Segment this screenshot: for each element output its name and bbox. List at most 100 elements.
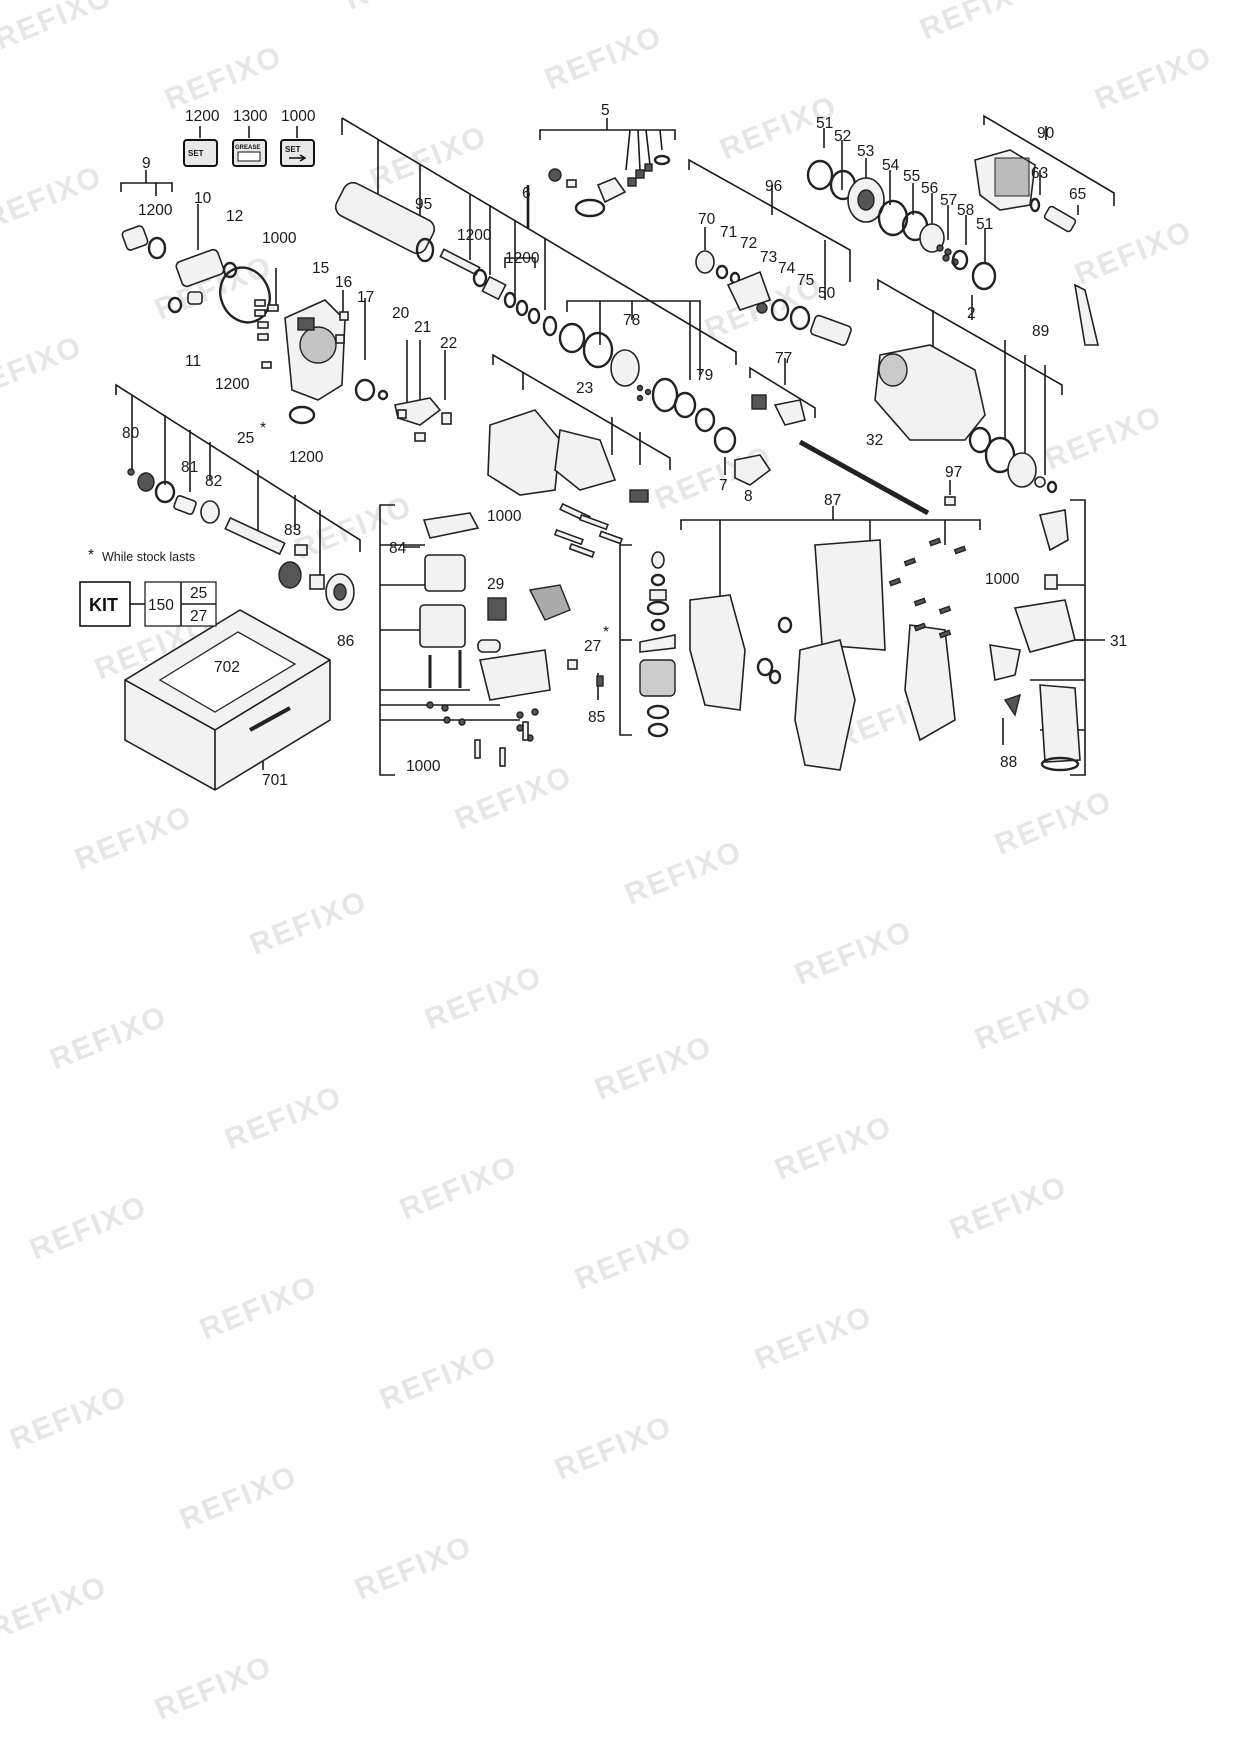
clutch-assembly-part — [695, 250, 852, 346]
pin-part — [254, 299, 349, 369]
part-number: 1200 — [215, 376, 250, 393]
svg-text:SET: SET — [285, 145, 301, 154]
footnote-text: While stock lasts — [102, 550, 195, 564]
part-number: 51 — [976, 216, 993, 233]
watermark: REFIXO — [970, 980, 1097, 1057]
part-number: 10 — [194, 190, 212, 207]
watermark: REFIXO — [70, 800, 197, 877]
watermark: REFIXO — [395, 1150, 522, 1227]
screw-set — [756, 537, 967, 685]
part-number: 90 — [1037, 125, 1055, 142]
part-number: 58 — [957, 202, 974, 219]
part-number: 74 — [778, 260, 796, 277]
part-number: 31 — [1110, 633, 1127, 650]
part-number: 72 — [740, 235, 757, 252]
part-number: 23 — [576, 380, 593, 397]
footnote-star: * — [88, 547, 94, 564]
keyless-chuck-part — [974, 149, 1077, 233]
watermark: REFIXO — [540, 20, 667, 97]
front-housing-part — [874, 344, 1058, 494]
grease-tag-icon: GREASE — [232, 139, 267, 167]
part-number: 2 — [967, 305, 976, 322]
watermark: REFIXO — [0, 0, 117, 56]
part-number: 17 — [357, 289, 374, 306]
watermark: REFIXO — [945, 1170, 1072, 1247]
part-number: 1000 — [487, 508, 522, 525]
part-number: 56 — [921, 180, 938, 197]
part-number: 65 — [1069, 186, 1086, 203]
part-number: 81 — [181, 459, 198, 476]
part-number-labels: 5 9 10 12 1200 1000 15 16 17 11 1200 95 … — [122, 102, 1127, 789]
side-handle-part — [989, 509, 1081, 772]
part-number: 89 — [1032, 323, 1049, 340]
part-number: 21 — [414, 319, 431, 336]
watermark: REFIXO — [175, 1460, 302, 1537]
housing-half-right-part — [794, 624, 956, 771]
part-number: 15 — [312, 260, 329, 277]
housing-half-left-part — [689, 539, 886, 711]
part-number: 22 — [440, 335, 457, 352]
part-number: 9 — [142, 155, 151, 172]
part-number: 86 — [337, 633, 354, 650]
rod-part — [798, 439, 930, 516]
part-number: 83 — [284, 522, 301, 539]
watermark: REFIXO — [750, 1300, 877, 1377]
watermark: REFIXO — [150, 1650, 277, 1727]
part-number: 95 — [415, 196, 432, 213]
part-number: 51 — [816, 115, 833, 132]
part-number: 1200 — [289, 449, 324, 466]
watermark: REFIXO — [220, 1080, 347, 1157]
service-tags: 1200 1300 1000 SET GREASE SET — [183, 108, 316, 167]
part-number: 16 — [335, 274, 352, 291]
part-number: 96 — [765, 178, 782, 195]
part-number: 702 — [214, 659, 240, 676]
part-number: 12 — [226, 208, 243, 225]
watermark-layer: REFIXO REFIXO REFIXO REFIXO REFIXO REFIX… — [0, 0, 1217, 1726]
service-tag-number: 1000 — [281, 108, 316, 125]
watermark: REFIXO — [245, 885, 372, 962]
part-number: 1000 — [985, 571, 1020, 588]
watermark: REFIXO — [550, 1410, 677, 1487]
kit-item: 27 — [190, 608, 207, 625]
svg-text:SET: SET — [188, 149, 204, 158]
watermark: REFIXO — [770, 1110, 897, 1187]
part-number: 6 — [522, 185, 531, 202]
watermark: REFIXO — [0, 1570, 112, 1647]
label-strip-part — [1073, 283, 1100, 346]
part-number: 78 — [623, 312, 640, 329]
watermark: REFIXO — [1090, 40, 1217, 117]
plate-part — [394, 397, 452, 442]
part-number: 7 — [719, 477, 728, 494]
watermark: REFIXO — [590, 1030, 717, 1107]
chuck-ring-set — [806, 159, 997, 291]
watermark: REFIXO — [0, 330, 87, 407]
part-number: 82 — [205, 473, 222, 490]
watermark: REFIXO — [195, 1270, 322, 1347]
part-number: 53 — [857, 143, 874, 160]
part-number: 52 — [834, 128, 851, 145]
part-number: 55 — [903, 168, 920, 185]
clip-part — [944, 496, 956, 506]
part-number: 70 — [698, 211, 716, 228]
kit-item: 25 — [190, 585, 207, 602]
part-number: 75 — [797, 272, 814, 289]
watermark: REFIXO — [1040, 400, 1167, 477]
carry-case-part — [124, 609, 331, 791]
watermark: REFIXO — [340, 0, 467, 16]
part-number: 63 — [1031, 165, 1048, 182]
service-tag-number: 1200 — [185, 108, 220, 125]
set-tag-icon: SET — [183, 139, 218, 167]
part-number: 8 — [744, 488, 753, 505]
part-number: 80 — [122, 425, 140, 442]
o-ring-part — [219, 266, 271, 324]
part-number: 27 — [584, 638, 601, 655]
part-number: 1200 — [457, 227, 492, 244]
bushing-part — [121, 225, 167, 260]
part-number: 5 — [601, 102, 610, 119]
service-tag-number: 1300 — [233, 108, 268, 125]
part-number: 84 — [389, 540, 407, 557]
watermark: REFIXO — [45, 1000, 172, 1077]
part-number: 11 — [185, 353, 201, 370]
kit-number: 150 — [148, 597, 174, 614]
part-number: 1200 — [138, 202, 173, 219]
